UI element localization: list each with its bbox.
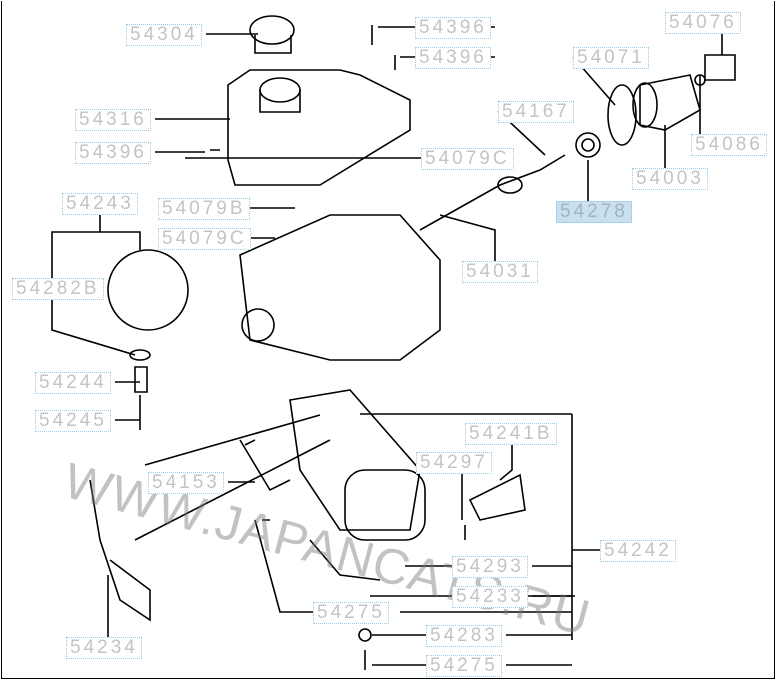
part-shapes xyxy=(89,15,736,670)
part-label[interactable]: 54396 xyxy=(415,47,491,69)
part-label[interactable]: 54283 xyxy=(426,625,502,647)
part-label[interactable]: 54245 xyxy=(35,410,111,432)
part-label[interactable]: 54003 xyxy=(632,168,708,190)
part-label[interactable]: 54079C xyxy=(158,228,251,250)
part-label[interactable]: 54241B xyxy=(465,423,557,445)
part-label[interactable]: 54396 xyxy=(415,17,491,39)
part-label[interactable]: 54079B xyxy=(158,198,250,220)
part-label[interactable]: 54076 xyxy=(665,12,741,34)
part-label[interactable]: 54234 xyxy=(66,637,142,659)
part-label[interactable]: 54243 xyxy=(62,193,138,215)
part-label[interactable]: 54031 xyxy=(462,261,538,283)
leader-lines xyxy=(51,21,723,666)
part-label[interactable]: 54275 xyxy=(313,602,389,624)
part-label[interactable]: 54316 xyxy=(75,109,151,131)
part-label[interactable]: 54086 xyxy=(691,134,767,156)
part-label[interactable]: 54293 xyxy=(452,556,528,578)
part-label[interactable]: 54071 xyxy=(573,47,649,69)
part-label[interactable]: 54396 xyxy=(75,142,151,164)
part-label[interactable]: 54153 xyxy=(148,472,224,494)
part-label[interactable]: 54304 xyxy=(126,24,202,46)
part-label[interactable]: 54079C xyxy=(421,148,514,170)
part-label[interactable]: 54167 xyxy=(498,101,574,123)
part-label[interactable]: 54242 xyxy=(600,540,676,562)
part-label[interactable]: 54233 xyxy=(452,586,528,608)
part-label[interactable]: 54297 xyxy=(416,452,492,474)
part-label-highlighted[interactable]: 54278 xyxy=(556,201,632,223)
part-label[interactable]: 54282B xyxy=(12,278,104,300)
part-label[interactable]: 54244 xyxy=(35,372,111,394)
part-label[interactable]: 54275 xyxy=(426,655,502,677)
